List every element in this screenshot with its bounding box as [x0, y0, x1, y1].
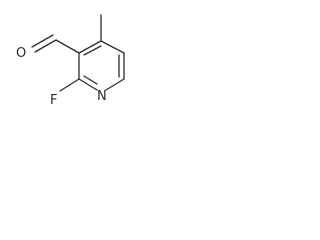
oxygen-atom-label: O: [16, 46, 26, 61]
carbonyl-double-bond-2: [31, 34, 54, 48]
molecule-diagram: O N F: [16, 14, 125, 108]
ring-bond-c4-c3: [78, 40, 102, 54]
ring-double-bond-c3-c4: [83, 45, 102, 56]
ring-bond-n1-c6: [105, 78, 125, 91]
ring-bond-c2-n1: [78, 78, 98, 91]
fluorine-atom-label: F: [50, 93, 57, 108]
ring-double-bond-c2-n1: [83, 75, 98, 85]
structure-canvas: O N F: [0, 0, 150, 132]
carbonyl-double-bond-1: [34, 39, 57, 53]
fluoro-bond: [59, 78, 80, 92]
nitrogen-atom-label: N: [97, 89, 107, 104]
ring-bond-c5-c4: [100, 40, 125, 54]
aldehyde-carbon-bond: [55, 39, 80, 54]
